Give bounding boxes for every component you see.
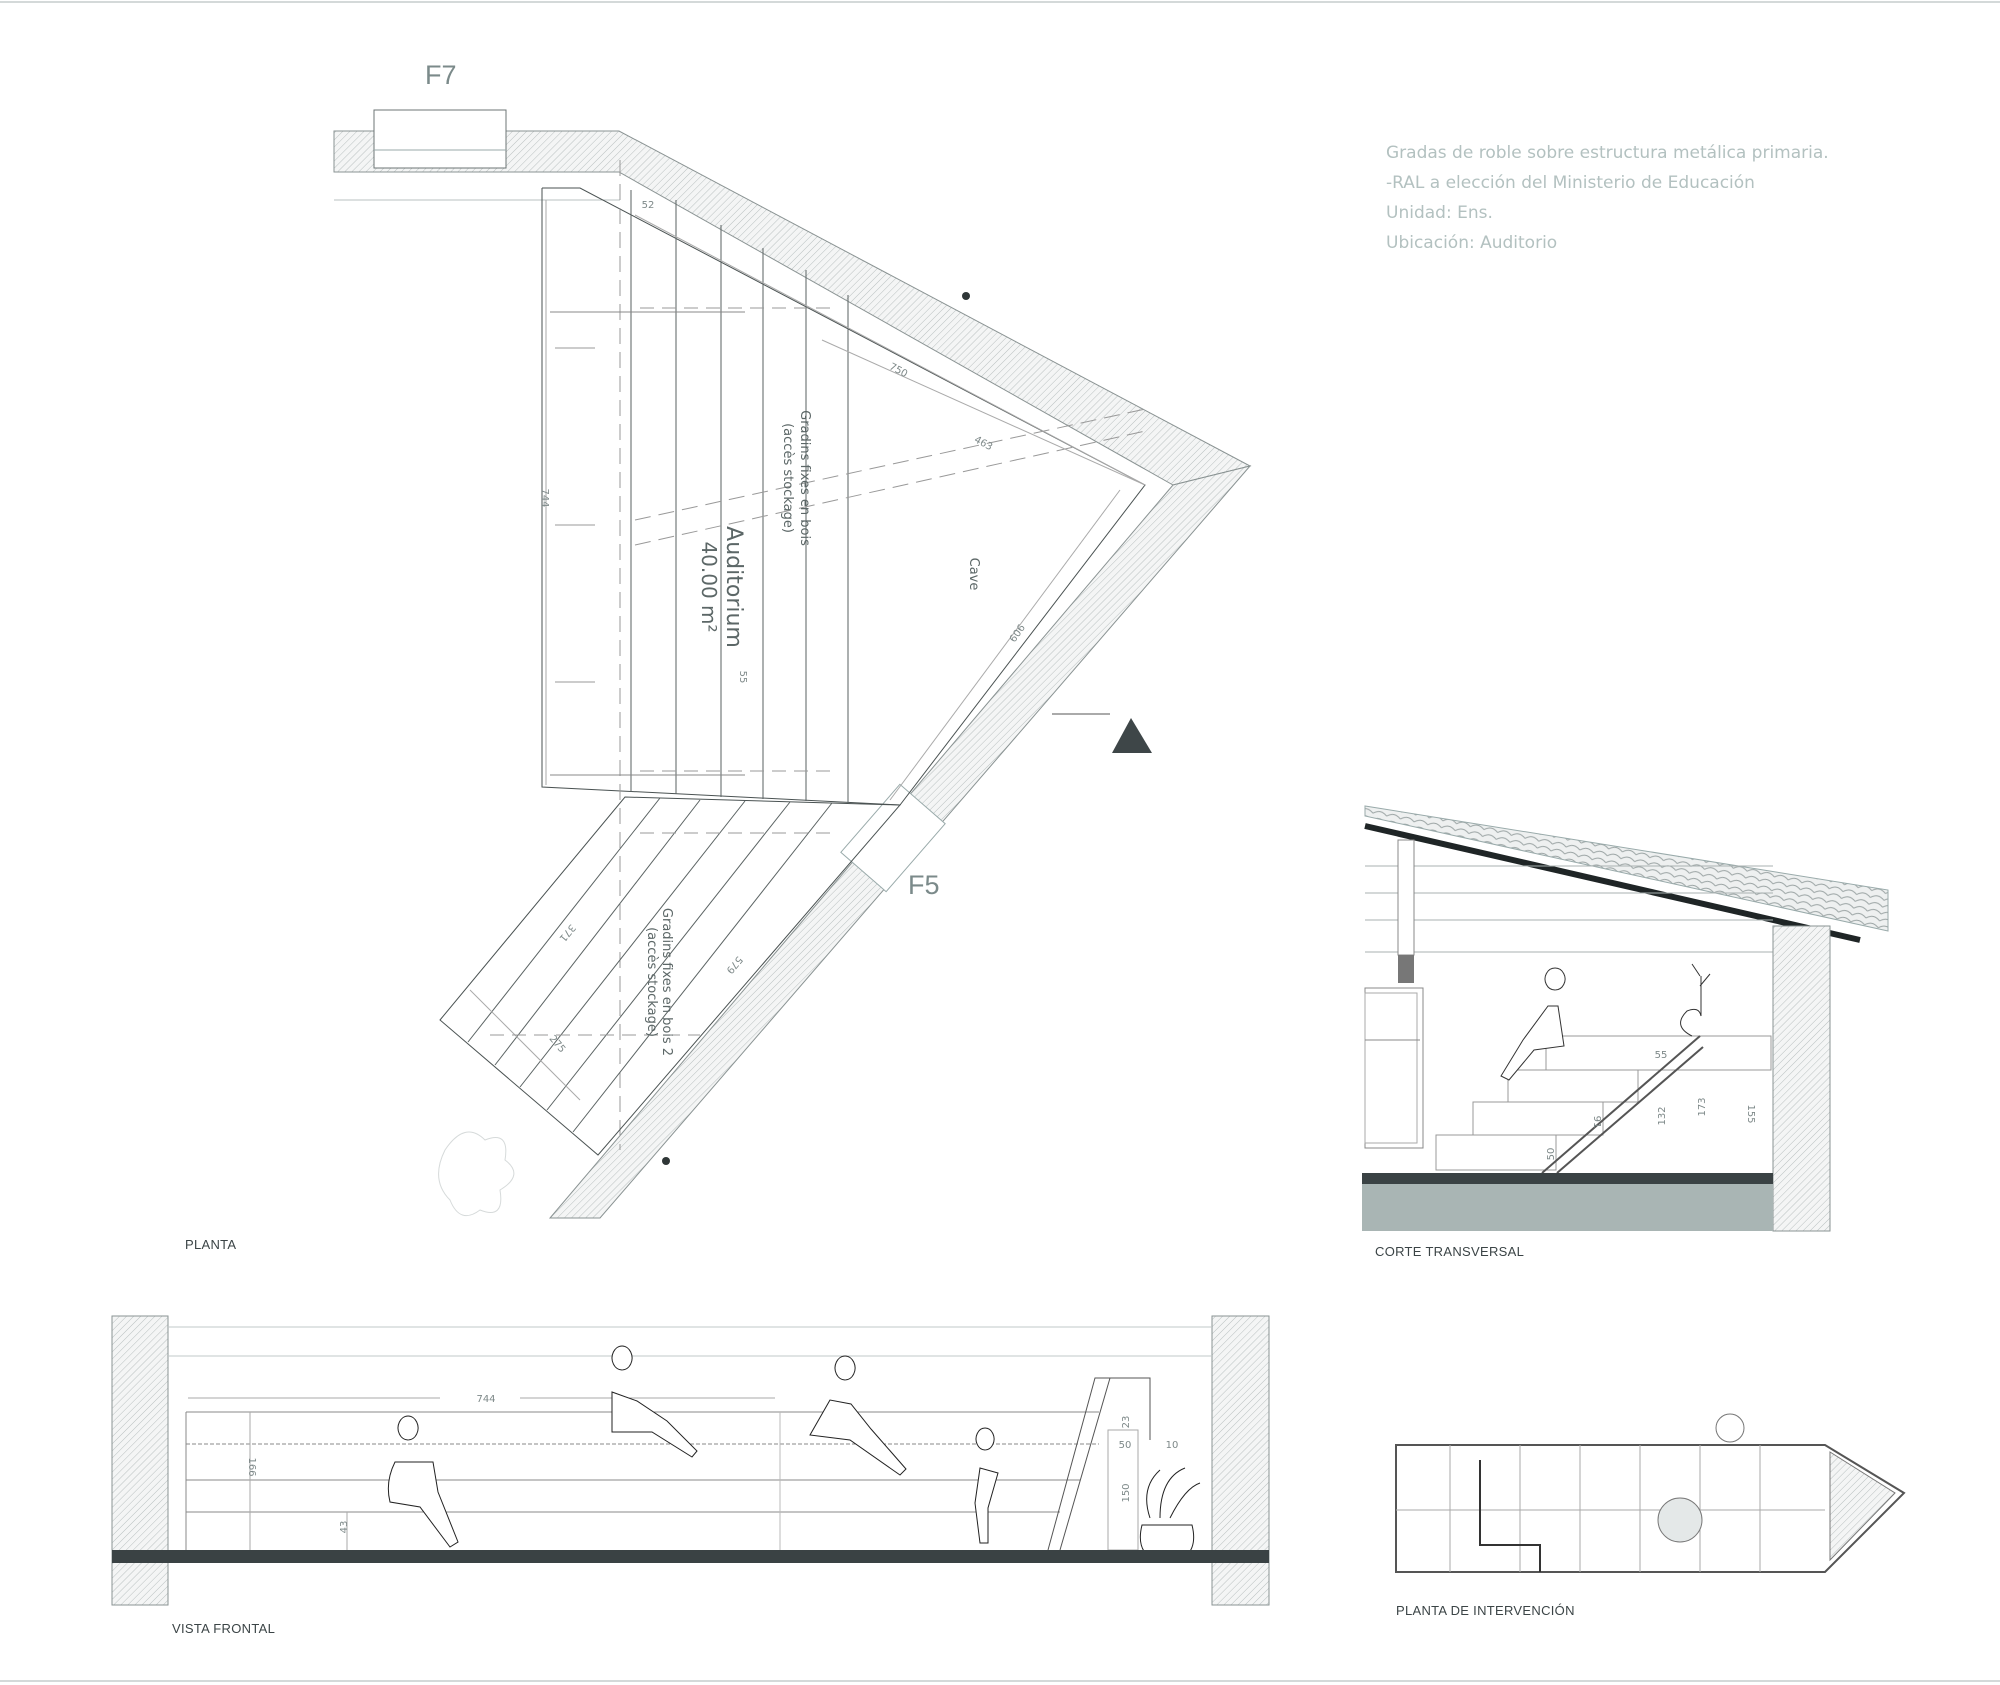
- note-line: Ubicación: Auditorio: [1386, 233, 1558, 253]
- step: [1435, 1134, 1557, 1171]
- window-f7: [373, 109, 507, 169]
- cave-label: Cave: [966, 558, 981, 591]
- corte-dim-132: 132: [1657, 1106, 1668, 1125]
- vista-label: VISTA FRONTAL: [172, 1621, 276, 1636]
- room-area: 40.00 m²: [697, 541, 721, 632]
- specification-notes: Gradas de roble sobre estructura metálic…: [1386, 138, 1829, 258]
- note-line: Gradas de roble sobre estructura metálic…: [1386, 143, 1829, 163]
- ground: [1362, 1184, 1773, 1231]
- dim-275: 275: [547, 1034, 568, 1056]
- dim-52: 52: [642, 200, 655, 211]
- vista-dim-43: 43: [339, 1521, 350, 1534]
- corte-dim-173: 173: [1697, 1097, 1708, 1116]
- corte-dim-55: 55: [1655, 1050, 1668, 1061]
- roof-tiles: [1364, 805, 1889, 932]
- seating-2-label: Gradins fixes en bois 2: [659, 908, 674, 1056]
- vista-dim-50: 50: [1119, 1440, 1132, 1451]
- dim-55: 55: [737, 671, 748, 684]
- seating-1-note: (accès stockage): [780, 423, 795, 533]
- planta-label: PLANTA: [185, 1237, 237, 1252]
- planta-intervencion-plan: [1395, 1413, 1906, 1573]
- vista-dim-744: 744: [476, 1394, 495, 1405]
- column-dot: [962, 292, 970, 300]
- person-icon: [611, 1345, 698, 1458]
- step: [1507, 1069, 1639, 1103]
- step: [1545, 1035, 1772, 1071]
- seating-outline: [541, 187, 1146, 806]
- seating-1-label: Gradins fixes en bois: [797, 410, 812, 546]
- corte-dim-91: 91: [1591, 1116, 1602, 1129]
- dim-579: 579: [724, 954, 745, 976]
- seating-2-note: (accès stockage): [644, 927, 659, 1037]
- vista-dim-166: 166: [246, 1457, 257, 1476]
- person-icon: [387, 1415, 459, 1548]
- lower-seating: [439, 796, 902, 1156]
- intervencion-label: PLANTA DE INTERVENCIÓN: [1396, 1603, 1575, 1618]
- person-seated-icon: [1500, 967, 1566, 1081]
- room-name: Auditorium: [721, 526, 746, 648]
- planta-plan: [333, 109, 1252, 1219]
- corte-dim-155: 155: [1745, 1104, 1756, 1123]
- vista-dim-150: 150: [1121, 1483, 1132, 1502]
- plant-symbol: [438, 1131, 515, 1217]
- person-icon: [974, 1427, 999, 1544]
- vista-dim-10: 10: [1166, 1440, 1179, 1451]
- window-f5: [840, 783, 946, 893]
- wall-right: [1772, 925, 1831, 1232]
- vista-dim-23: 23: [1121, 1416, 1132, 1429]
- floor-slab: [112, 1550, 1269, 1563]
- section-marker-triangle: [1112, 718, 1152, 753]
- plant-icon: [1139, 1467, 1201, 1556]
- window-f5-label: F5: [908, 870, 940, 900]
- vase-plant-icon: [1680, 963, 1711, 1037]
- corte-transversal-section: [1362, 805, 1889, 1232]
- corte-label: CORTE TRANSVERSAL: [1375, 1244, 1525, 1259]
- window-f7-label: F7: [425, 60, 457, 90]
- note-line: -RAL a elección del Ministerio de Educac…: [1386, 173, 1755, 193]
- step: [1472, 1101, 1604, 1136]
- dim-744: 744: [539, 488, 550, 507]
- person-icon: [809, 1355, 907, 1476]
- note-line: Unidad: Ens.: [1386, 203, 1493, 223]
- corte-dim-50: 50: [1546, 1148, 1557, 1161]
- dim-463: 463: [972, 434, 994, 453]
- vista-frontal-elevation: [111, 1315, 1270, 1606]
- column-dot: [662, 1157, 670, 1165]
- floor-slab: [1362, 1173, 1773, 1184]
